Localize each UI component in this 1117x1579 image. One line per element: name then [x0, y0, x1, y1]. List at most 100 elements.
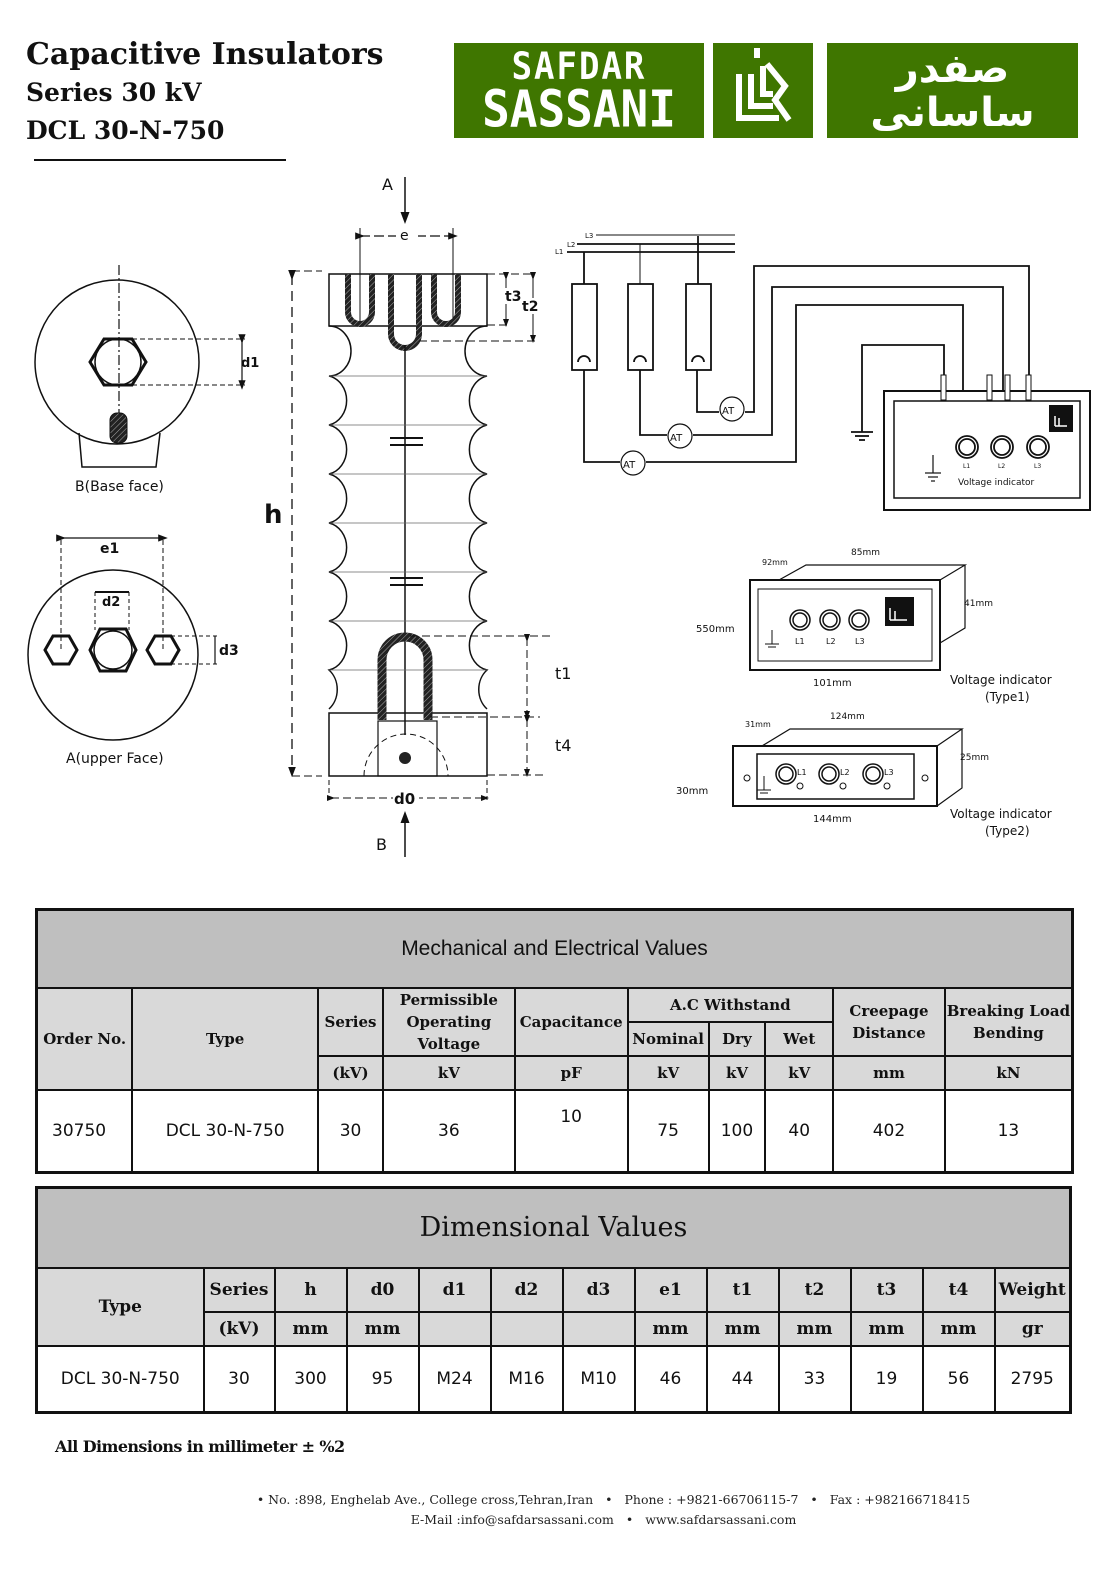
type2-lamp-l1: L1 — [797, 768, 807, 777]
arrow-a-label: A — [382, 175, 393, 194]
footer-phone: Phone : +9821-66706115-7 — [624, 1492, 799, 1507]
unit-e1: mm — [633, 1311, 708, 1347]
cell-creepage: 402 — [832, 1089, 946, 1174]
indicator-label: Voltage indicator — [958, 478, 1035, 488]
voltage-indicator-type1: L1 L2 L3 92mm 85mm 41mm 550mm 101mm Volt… — [696, 548, 1052, 704]
bullet: • — [625, 1512, 634, 1527]
unit-t1: mm — [705, 1311, 780, 1347]
unit-breaking: kN — [943, 1055, 1074, 1091]
bullet: • — [810, 1492, 818, 1507]
unit-t3: mm — [849, 1311, 924, 1347]
title-block: Capacitive Insulators Series 30 kV DCL 3… — [26, 36, 384, 150]
col-d0: d0 — [345, 1267, 420, 1313]
arrow-b-label: B — [376, 835, 387, 854]
unit-wet: kV — [764, 1055, 835, 1091]
dimensions-note: All Dimensions in millimeter ± %2 — [55, 1437, 345, 1456]
type1-lamp-l1: L1 — [795, 637, 805, 646]
unit-series: (kV) — [317, 1055, 384, 1091]
model-subtitle: DCL 30-N-750 — [26, 116, 225, 145]
unit-creepage: mm — [832, 1055, 946, 1091]
dimensional-table-caption: Dimensional Values — [35, 1186, 1072, 1269]
col-weight: Weight — [993, 1267, 1072, 1313]
unit-nominal: kV — [626, 1055, 710, 1091]
indicator-logo-icon — [1049, 405, 1073, 432]
unit-permissible: kV — [381, 1055, 516, 1091]
col-type: Type — [35, 1267, 205, 1347]
type2-lamp-l2: L2 — [840, 768, 850, 777]
base-face-view: d1 B(Base face) — [34, 265, 259, 495]
at-label-2: AT — [670, 433, 683, 444]
cell-d2: M16 — [489, 1345, 564, 1414]
dim-t1-label: t1 — [555, 664, 571, 683]
brand-farsi-line2: ساسانی — [870, 89, 1035, 136]
unit-series: (kV) — [202, 1311, 276, 1347]
cell-d0: 95 — [345, 1345, 420, 1414]
indicator-lamp-l3: L3 — [1034, 463, 1041, 470]
footer-website[interactable]: www.safdarsassani.com — [645, 1512, 797, 1527]
col-h: h — [273, 1267, 348, 1313]
type1-depth: 92mm — [762, 558, 788, 567]
footer-address-line: • No. :898, Enghelab Ave., College cross… — [0, 1492, 1117, 1507]
cell-t4: 56 — [921, 1345, 996, 1414]
technical-drawing: d1 B(Base face) e1 d2 d3 A(upper Face) A… — [27, 175, 1091, 857]
col-series: Series — [202, 1267, 276, 1313]
dim-d1-label: d1 — [241, 356, 259, 371]
col-dry: Dry — [707, 1021, 767, 1057]
col-t2: t2 — [777, 1267, 852, 1313]
cell-dry: 100 — [707, 1089, 767, 1174]
at-label-3: AT — [722, 406, 735, 417]
type2-depth: 31mm — [745, 720, 771, 729]
unit-d0: mm — [345, 1311, 420, 1347]
base-face-label: B(Base face) — [75, 479, 164, 495]
type2-type: (Type2) — [985, 824, 1030, 838]
type1-bottom-width: 101mm — [813, 678, 852, 689]
unit-d1 — [417, 1311, 492, 1347]
indicator-lamp-l2: L2 — [998, 463, 1005, 470]
series-subtitle: Series 30 kV — [26, 78, 202, 107]
type2-label: Voltage indicator — [950, 807, 1052, 821]
col-d3: d3 — [561, 1267, 636, 1313]
line-label-l3: L3 — [585, 232, 593, 240]
type2-bottom-width: 144mm — [813, 814, 852, 825]
footer-email[interactable]: E-Mail :info@safdarsassani.com — [410, 1512, 614, 1527]
at-label-1: AT — [623, 460, 636, 471]
type1-height: 41mm — [964, 599, 993, 609]
unit-dry: kV — [707, 1055, 767, 1091]
dim-e-label: e — [400, 228, 409, 244]
dim-h-label: h — [264, 500, 283, 530]
col-nominal: Nominal — [626, 1021, 710, 1057]
wiring-diagram: L3 L2 L1 AT AT AT — [555, 232, 1091, 511]
unit-t4: mm — [921, 1311, 996, 1347]
dim-e1-label: e1 — [100, 541, 119, 557]
table-row: DCL 30-N-750 30 300 95 M24 M16 M10 46 44… — [35, 1345, 1072, 1414]
line-label-l1: L1 — [555, 248, 563, 256]
cell-t2: 33 — [777, 1345, 852, 1414]
mechanical-electrical-table: Mechanical and Electrical Values Order N… — [35, 908, 1074, 1174]
type1-label: Voltage indicator — [950, 673, 1052, 687]
col-ac-withstand: A.C Withstand — [626, 987, 835, 1023]
cell-capacitance: 10 — [513, 1089, 629, 1174]
unit-h: mm — [273, 1311, 348, 1347]
cell-permissible: 36 — [381, 1089, 516, 1174]
page-title: Capacitive Insulators — [26, 37, 384, 72]
type2-left: 30mm — [676, 786, 708, 797]
col-wet: Wet — [764, 1021, 835, 1057]
brand-name-line1: SAFDAR — [511, 44, 647, 89]
dim-t4-label: t4 — [555, 736, 571, 755]
cell-nominal: 75 — [626, 1089, 710, 1174]
type2-lamp-l3: L3 — [884, 768, 894, 777]
cell-type: DCL 30-N-750 — [131, 1089, 320, 1174]
line-label-l2: L2 — [567, 241, 575, 249]
brand-farsi-line1: صفدر — [895, 45, 1010, 92]
col-t4: t4 — [921, 1267, 996, 1313]
brand-logo-latin: SAFDAR SASSANI — [454, 43, 704, 138]
cell-type: DCL 30-N-750 — [35, 1345, 205, 1414]
col-d2: d2 — [489, 1267, 564, 1313]
mechanical-table-caption: Mechanical and Electrical Values — [35, 908, 1074, 989]
unit-d2 — [489, 1311, 564, 1347]
title-underline — [34, 159, 286, 161]
col-breaking-load: Breaking Load Bending — [943, 987, 1074, 1057]
dim-t3-label: t3 — [505, 289, 521, 305]
col-order-no: Order No. — [35, 987, 134, 1091]
unit-weight: gr — [993, 1311, 1072, 1347]
